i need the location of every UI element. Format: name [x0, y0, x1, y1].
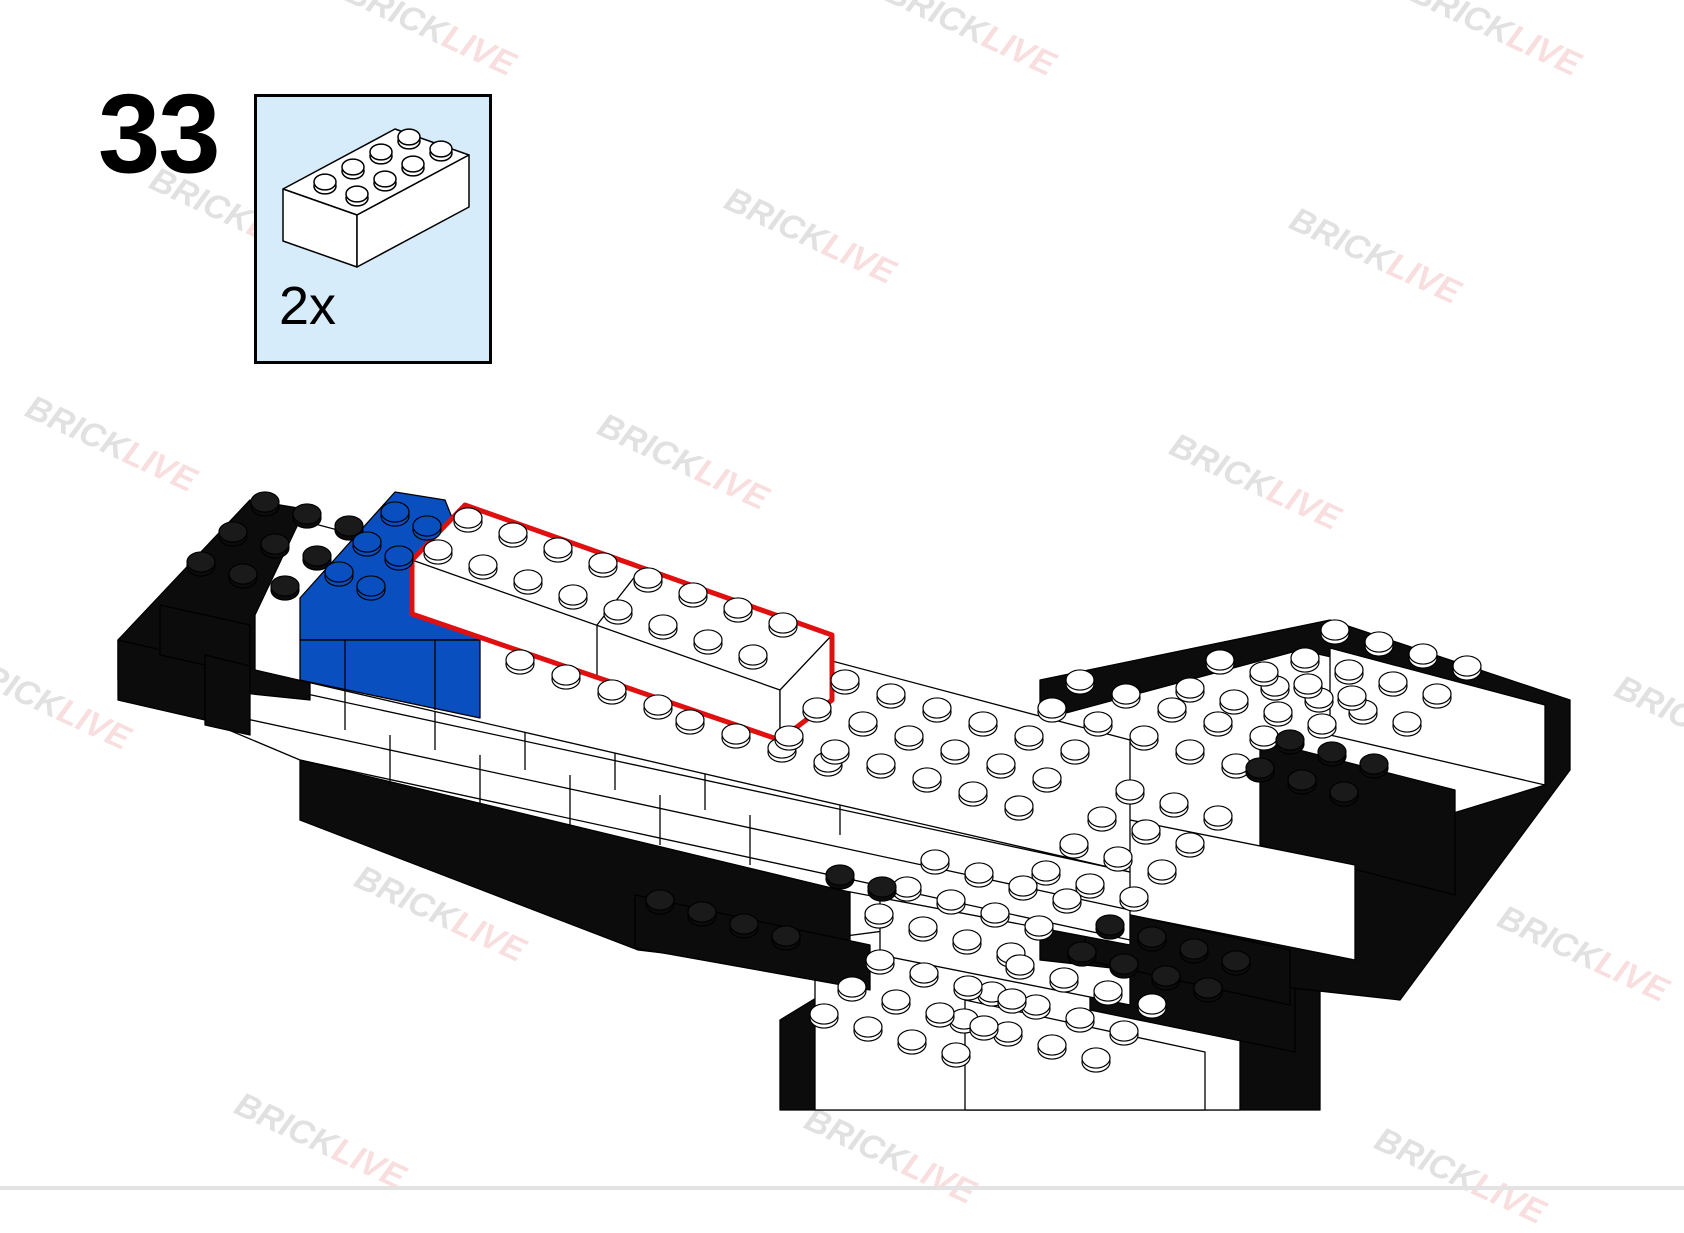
page-bottom-rule [0, 1186, 1684, 1190]
parts-list-callout: 2x [254, 94, 492, 364]
brick-2x4-icon [282, 128, 470, 268]
step-number: 33 [98, 71, 221, 196]
part-quantity: 2x [279, 276, 337, 336]
model-assembly [117, 491, 1571, 1111]
